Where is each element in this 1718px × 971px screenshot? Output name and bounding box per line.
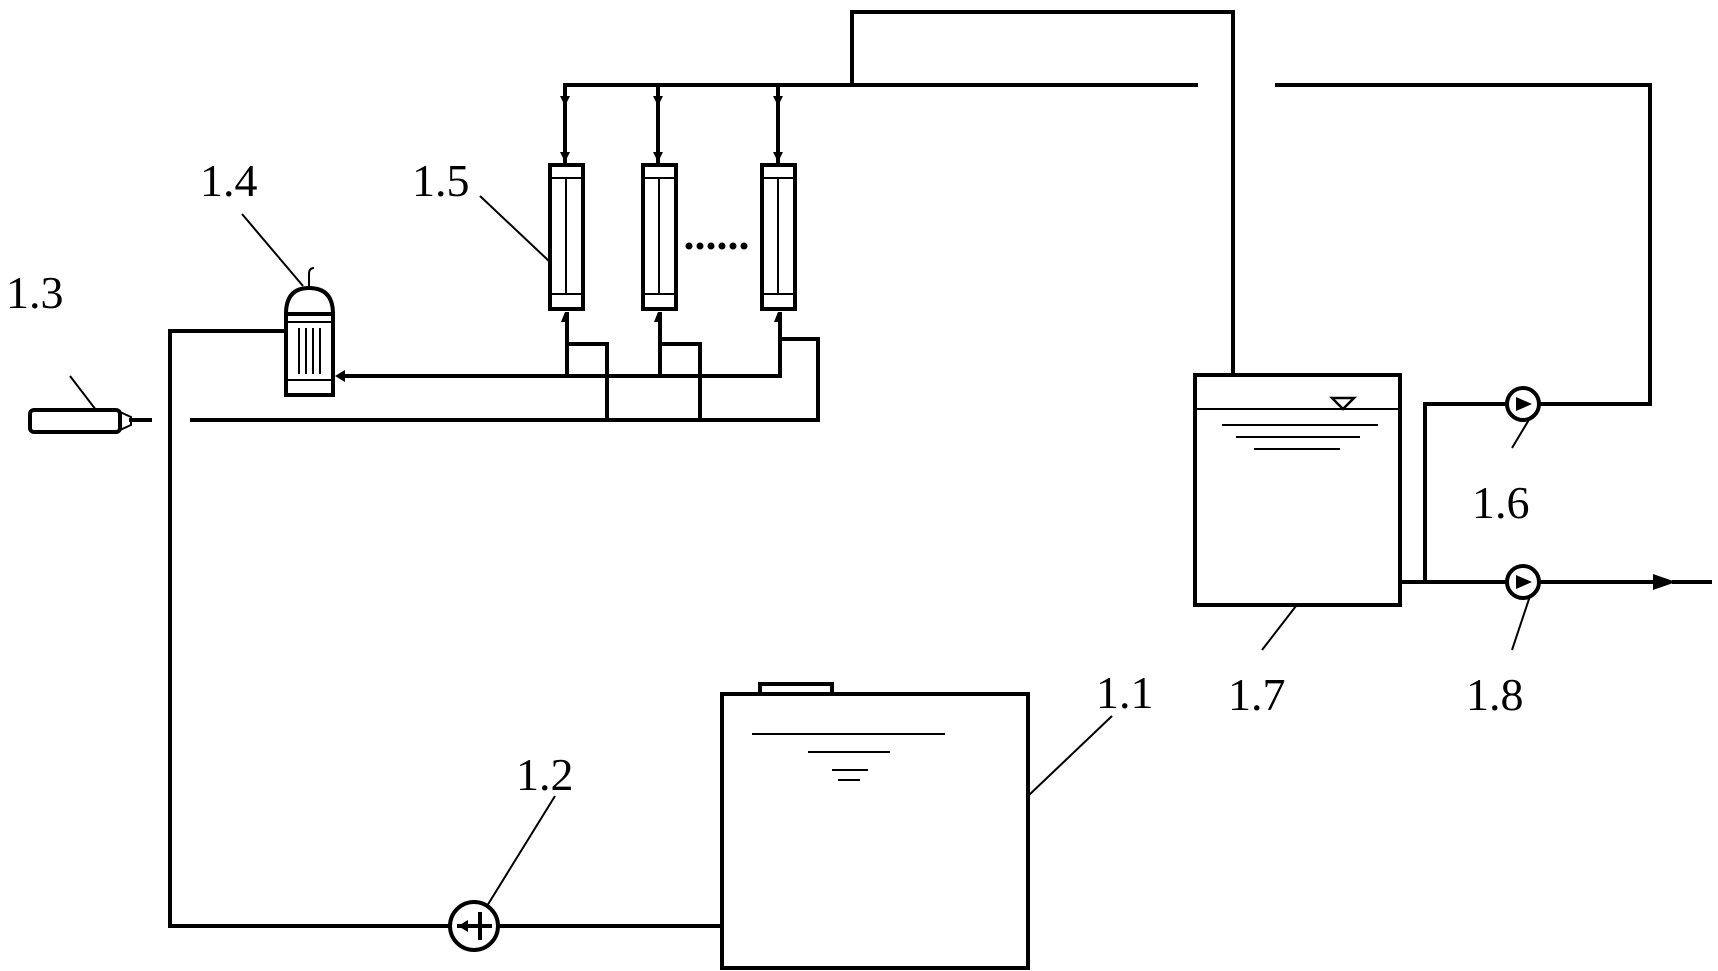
leader-1-1 — [1027, 715, 1113, 797]
leader-1-3 — [69, 375, 97, 411]
column-2 — [641, 163, 678, 311]
vessel-1-4 — [283, 267, 345, 397]
inlet-arrow-col-2-icon — [653, 152, 663, 162]
leader-1-7 — [1261, 605, 1297, 651]
column-3 — [760, 163, 797, 311]
pipe-gas-col-2 — [658, 342, 702, 378]
ellipsis-dots — [685, 242, 748, 250]
pump-1-6-arrow-icon — [1516, 397, 1532, 411]
column-1 — [548, 163, 585, 311]
col-1-bottom-arrow-icon — [561, 312, 569, 322]
label-1-6: 1.6 — [1472, 477, 1530, 528]
valve-col-1-icon — [560, 96, 570, 106]
pipe-overhead-to-1-7 — [850, 10, 1235, 377]
inlet-arrow-col-3-icon — [773, 152, 783, 162]
col-3-bottom-arrow-icon — [774, 312, 782, 322]
leader-1-4 — [241, 213, 304, 287]
pipe-pump-to-left-riser — [168, 329, 452, 928]
label-1-5: 1.5 — [412, 155, 470, 206]
tank-1-7 — [1193, 373, 1402, 607]
valve-col-3-icon — [773, 96, 783, 106]
leader-1-5 — [479, 195, 551, 263]
pipe-recycle-down — [1423, 402, 1507, 584]
label-1-2: 1.2 — [516, 749, 574, 800]
vessel-inlet-arrow-icon — [335, 370, 345, 382]
outlet-arrow-icon — [1653, 574, 1676, 590]
pump-1-6 — [1505, 386, 1541, 422]
inlet-arrow-col-1-icon — [560, 152, 570, 162]
leader-lines — [69, 195, 1531, 907]
leader-1-2 — [486, 795, 556, 907]
col-2-bottom-arrow-icon — [654, 312, 662, 322]
label-1-3: 1.3 — [6, 267, 64, 318]
leader-1-8 — [1511, 595, 1531, 651]
label-1-4: 1.4 — [200, 155, 258, 206]
leader-1-6 — [1511, 417, 1531, 449]
column-valves — [560, 96, 783, 322]
label-1-7: 1.7 — [1228, 669, 1286, 720]
pump-1-2-arrow-icon — [458, 920, 468, 932]
pipe-recycle — [1538, 83, 1652, 406]
pump-1-8-arrow-icon — [1516, 575, 1532, 589]
labels: 1.1 1.2 1.3 1.4 1.5 1.6 1.7 1.8 — [6, 155, 1530, 800]
columns-1-5 — [548, 163, 797, 311]
pump-1-2 — [448, 900, 500, 952]
pipe-gas-col-1 — [565, 342, 609, 378]
tank-1-1 — [720, 682, 1030, 970]
pipelines — [129, 10, 1712, 928]
valve-col-2-icon — [653, 96, 663, 106]
gas-cylinder-1-3 — [28, 408, 132, 434]
pump-1-8 — [1505, 564, 1541, 600]
label-1-8: 1.8 — [1466, 669, 1524, 720]
water-level-icon — [1328, 396, 1358, 411]
label-1-1: 1.1 — [1096, 667, 1154, 718]
